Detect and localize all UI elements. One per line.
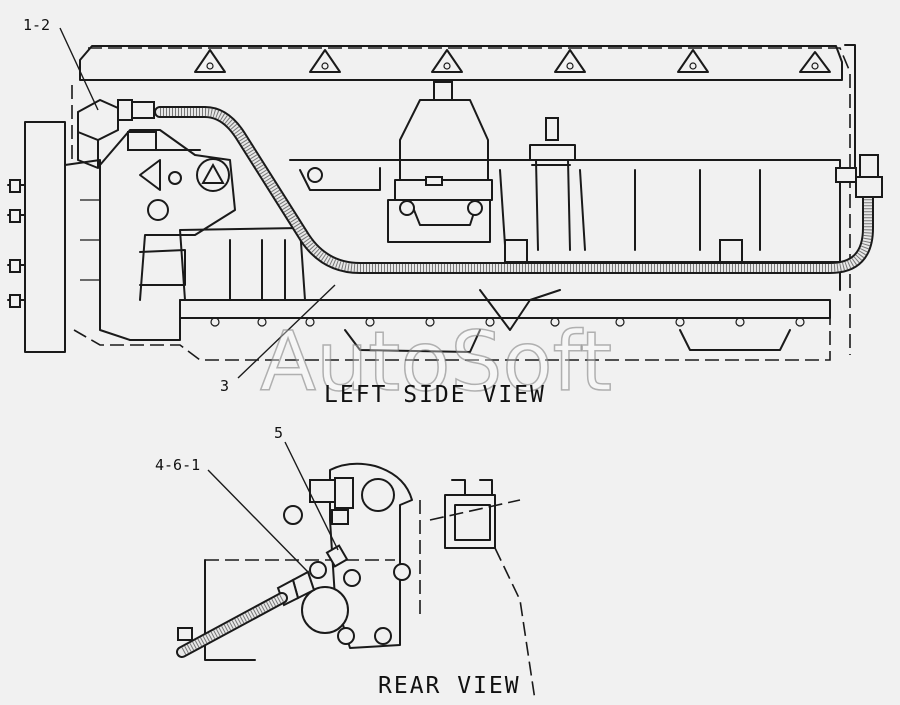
callout-4-6-1: 4-6-1 xyxy=(155,456,200,474)
fuel-line-hose xyxy=(154,106,874,274)
leader-5 xyxy=(284,441,339,551)
valve-cover-outline xyxy=(88,47,851,355)
callout-5: 5 xyxy=(274,424,283,442)
callout-1-2: 1-2 xyxy=(23,16,50,34)
rear-fitting xyxy=(835,154,883,198)
rear-view xyxy=(176,462,536,701)
fuel-pump-body xyxy=(179,227,306,301)
pump-housing xyxy=(64,159,181,341)
filter-fitting xyxy=(149,149,230,192)
pump-mount-plate xyxy=(329,462,413,649)
breather-tube xyxy=(508,117,738,256)
hose-clamp xyxy=(719,239,743,263)
block-upper-line xyxy=(289,159,841,291)
leader-4-6-1 xyxy=(207,469,309,573)
dipstick-tube xyxy=(844,44,856,171)
leader-lines xyxy=(59,27,339,573)
cover-bolts xyxy=(194,49,831,73)
pump-inlet-fitting xyxy=(77,98,157,169)
callout-3: 3 xyxy=(220,377,229,395)
left-side-view xyxy=(7,44,883,361)
watermark: AutoSoft xyxy=(260,315,612,410)
rear-view-label: REAR VIEW xyxy=(378,673,521,699)
block-ribs xyxy=(579,169,761,251)
rear-block-outline xyxy=(205,499,521,620)
block-outline xyxy=(71,85,831,361)
valve-cover xyxy=(79,45,843,81)
pump-hub xyxy=(301,586,349,634)
leader-1-2 xyxy=(59,27,99,111)
oil-filter xyxy=(387,81,493,243)
rear-fuel-hose xyxy=(176,592,288,658)
pan-bolts xyxy=(210,317,805,327)
front-housing xyxy=(24,121,66,353)
leader-3 xyxy=(237,284,336,379)
block-plug xyxy=(307,167,323,183)
hose-clamp xyxy=(504,239,528,263)
left-side-view-label: LEFT SIDE VIEW xyxy=(324,382,546,408)
oil-pan-rail xyxy=(179,299,831,319)
